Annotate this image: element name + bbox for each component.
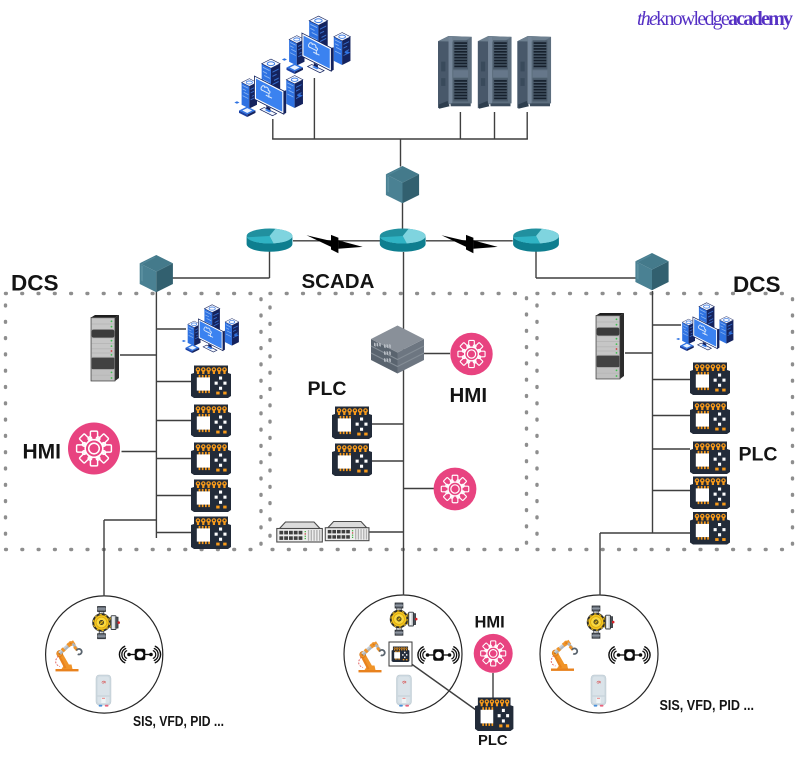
svg-text:HMI: HMI <box>450 384 488 407</box>
svg-text:PLC: PLC <box>478 732 508 749</box>
svg-text:SIS, VFD, PID ...: SIS, VFD, PID ... <box>660 698 755 714</box>
svg-text:DCS: DCS <box>733 272 781 297</box>
svg-text:theknowledgeacademy: theknowledgeacademy <box>637 8 793 30</box>
svg-text:SIS, VFD, PID ...: SIS, VFD, PID ... <box>133 714 224 730</box>
svg-text:PLC: PLC <box>308 378 347 400</box>
svg-text:DCS: DCS <box>11 271 59 296</box>
svg-text:PLC: PLC <box>739 444 778 466</box>
svg-text:HMI: HMI <box>23 441 62 464</box>
svg-text:SCADA: SCADA <box>302 270 375 293</box>
svg-text:HMI: HMI <box>475 614 505 632</box>
